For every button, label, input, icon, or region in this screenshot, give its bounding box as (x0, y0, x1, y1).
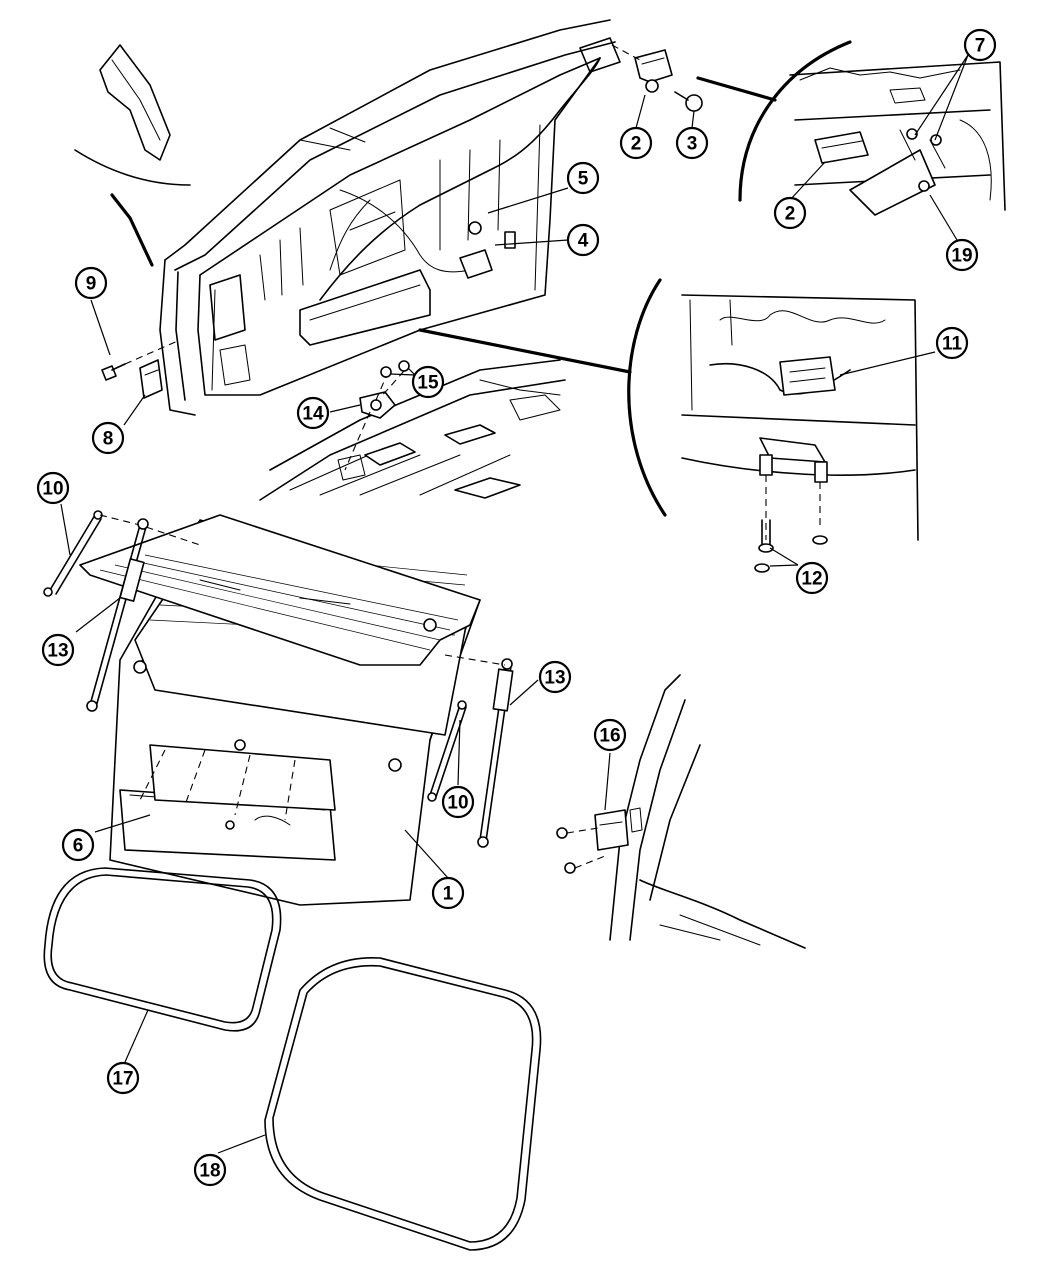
callout-number: 6 (73, 836, 84, 857)
callout-c3: 3 (675, 126, 709, 160)
callout-circle (193, 1153, 227, 1187)
callout-circle (538, 660, 572, 694)
callout-c9: 9 (74, 266, 108, 300)
callout-number: 10 (447, 793, 468, 814)
callout-number: 17 (112, 1069, 133, 1090)
part-17-glass-seal (43, 867, 282, 1032)
liftgate-panel (79, 514, 481, 906)
part-14-striker (337, 360, 410, 481)
callout-number: 16 (599, 726, 620, 747)
callout-c12: 12 (795, 561, 829, 595)
callout-circle (773, 196, 807, 230)
callout-number: 3 (687, 134, 698, 155)
detail-inset-hinge (738, 40, 1006, 216)
callout-c2a: 2 (619, 126, 653, 160)
callout-number: 12 (801, 569, 822, 590)
callout-number: 2 (631, 134, 642, 155)
part-8-bumper-block (101, 339, 181, 399)
part-16-d-pillar (556, 674, 806, 949)
callout-c15: 15 (411, 365, 445, 399)
callout-c13a: 13 (41, 633, 75, 667)
callout-number: 7 (975, 36, 986, 57)
callout-c13b: 13 (538, 660, 572, 694)
callout-c10a: 10 (36, 471, 70, 505)
callout-circle (106, 1061, 140, 1095)
callout-c10b: 10 (441, 785, 475, 819)
part-13-strut-left (86, 518, 149, 712)
detail-inset-latch (418, 278, 919, 573)
callout-c6: 6 (61, 828, 95, 862)
part-18-liftgate-seal (264, 956, 542, 1251)
callout-number: 1 (443, 884, 454, 905)
callout-c17: 17 (106, 1061, 140, 1095)
callout-circle (566, 161, 600, 195)
callout-circle (61, 828, 95, 862)
callout-circle (675, 126, 709, 160)
part-3-hinge-bolt (674, 91, 703, 112)
callout-c16: 16 (593, 718, 627, 752)
callout-c14: 14 (296, 396, 330, 430)
callout-number: 2 (785, 204, 796, 225)
liftgate-opening-body (74, 19, 621, 501)
part-13-strut-right (444, 654, 514, 848)
callout-circle (795, 561, 829, 595)
callout-circle (41, 633, 75, 667)
callout-circle (945, 238, 979, 272)
callout-c5: 5 (566, 161, 600, 195)
callout-number: 9 (86, 274, 97, 295)
callout-number: 10 (42, 479, 63, 500)
callout-number: 11 (942, 334, 963, 355)
callout-circle (566, 223, 600, 257)
callout-c18: 18 (193, 1153, 227, 1187)
callout-circle (935, 326, 969, 360)
callout-c4: 4 (566, 223, 600, 257)
callout-circle (91, 421, 125, 455)
callout-c2b: 2 (773, 196, 807, 230)
part-2-hinge-top (611, 44, 673, 93)
callout-circle (411, 365, 445, 399)
callout-number: 8 (103, 429, 114, 450)
callout-c1: 1 (431, 876, 465, 910)
callout-c11: 11 (935, 326, 969, 360)
callout-circle (296, 396, 330, 430)
callout-number: 5 (578, 169, 589, 190)
callout-circle (36, 471, 70, 505)
callout-number: 18 (199, 1161, 220, 1182)
callout-c7: 7 (963, 28, 997, 62)
callout-circle (619, 126, 653, 160)
callout-circle (963, 28, 997, 62)
callout-circle (74, 266, 108, 300)
callout-number: 13 (47, 641, 68, 662)
part-10-strut-right (427, 700, 467, 802)
callout-number: 19 (951, 246, 972, 267)
callout-circle (593, 718, 627, 752)
callout-number: 4 (578, 231, 589, 252)
leader-lines (60, 54, 969, 1154)
callout-circle (431, 876, 465, 910)
callout-c19: 19 (945, 238, 979, 272)
callout-number: 14 (302, 404, 324, 425)
callout-c8: 8 (91, 421, 125, 455)
callout-number: 15 (417, 373, 439, 394)
callout-circle (441, 785, 475, 819)
callout-number: 13 (544, 668, 565, 689)
